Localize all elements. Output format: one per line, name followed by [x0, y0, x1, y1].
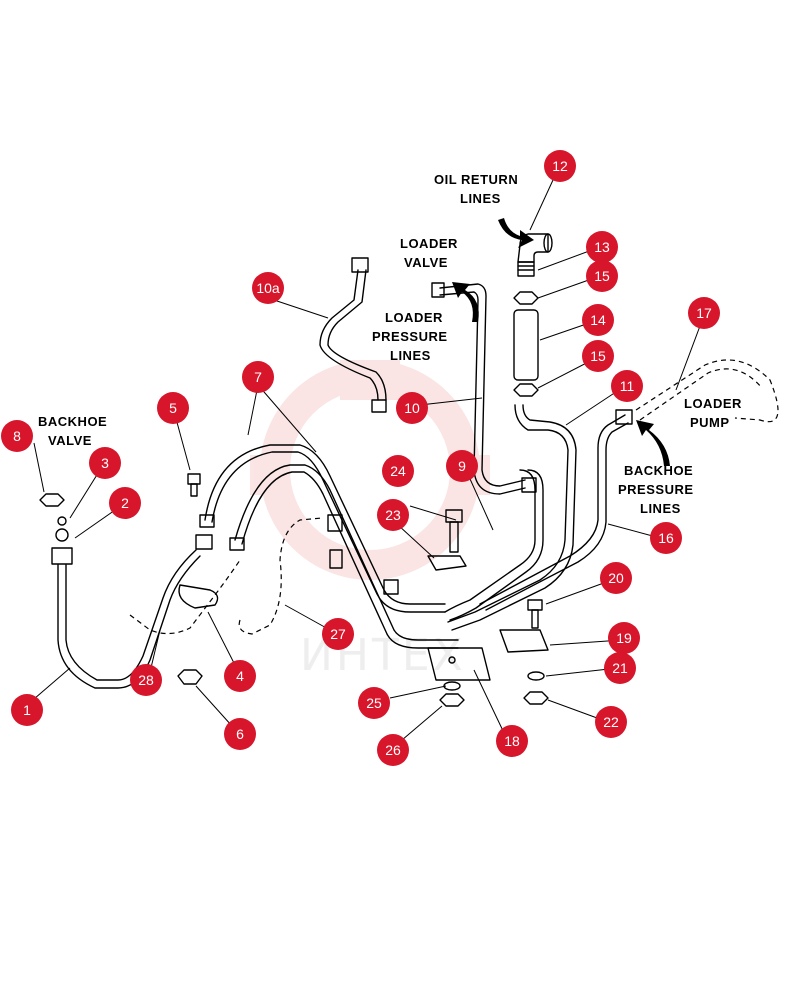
callout-15b[interactable]: 15 — [582, 340, 614, 372]
watermark: ИНТЕХ — [250, 360, 490, 681]
callout-17-label: 17 — [696, 305, 712, 321]
label-backhoe-pressure-2: PRESSURE — [618, 482, 694, 497]
callout-2[interactable]: 2 — [109, 487, 141, 519]
tube-9 — [444, 469, 544, 621]
callout-24[interactable]: 24 — [382, 455, 414, 487]
callout-16[interactable]: 16 — [650, 522, 682, 554]
indicator-arrows — [452, 218, 670, 466]
callout-13-label: 13 — [594, 239, 610, 255]
callout-3[interactable]: 3 — [89, 447, 121, 479]
callout-26-label: 26 — [385, 742, 401, 758]
callout-1-label: 1 — [23, 702, 31, 718]
label-loader-pump-2: PUMP — [690, 415, 730, 430]
callout-28[interactable]: 28 — [130, 664, 162, 696]
label-loader-pressure-2: PRESSURE — [372, 329, 448, 344]
callout-9-label: 9 — [458, 458, 466, 474]
label-loader-valve-2: VALVE — [404, 255, 448, 270]
callout-24-label: 24 — [390, 463, 406, 479]
callout-22[interactable]: 22 — [595, 706, 627, 738]
label-backhoe-pressure-1: BACKHOE — [624, 463, 693, 478]
callout-8[interactable]: 8 — [1, 420, 33, 452]
callout-7[interactable]: 7 — [242, 361, 274, 393]
callout-27[interactable]: 27 — [322, 618, 354, 650]
label-backhoe-pressure-3: LINES — [640, 501, 681, 516]
callout-23[interactable]: 23 — [377, 499, 409, 531]
text-labels: OIL RETURN LINES LOADER VALVE LOADER PRE… — [38, 172, 742, 516]
label-loader-pressure-1: LOADER — [385, 310, 443, 325]
callout-4-label: 4 — [236, 668, 244, 684]
callout-19-label: 19 — [616, 630, 632, 646]
label-loader-valve-1: LOADER — [400, 236, 458, 251]
callout-10a[interactable]: 10a — [252, 272, 284, 304]
label-backhoe-valve-1: BACKHOE — [38, 414, 107, 429]
callout-18-label: 18 — [504, 733, 520, 749]
callout-10a-label: 10a — [256, 280, 280, 296]
callout-12[interactable]: 12 — [544, 150, 576, 182]
dashed-parts — [129, 359, 779, 635]
callout-17[interactable]: 17 — [688, 297, 720, 329]
callout-15b-label: 15 — [590, 348, 606, 364]
callout-19[interactable]: 19 — [608, 622, 640, 654]
callout-14[interactable]: 14 — [582, 304, 614, 336]
callout-7-label: 7 — [254, 369, 262, 385]
callout-22-label: 22 — [603, 714, 619, 730]
callout-20-label: 20 — [608, 570, 624, 586]
callout-28-label: 28 — [138, 672, 154, 688]
callout-10-label: 10 — [404, 400, 420, 416]
callout-8-label: 8 — [13, 428, 21, 444]
callout-25[interactable]: 25 — [358, 687, 390, 719]
label-loader-pump-1: LOADER — [684, 396, 742, 411]
callout-20[interactable]: 20 — [600, 562, 632, 594]
callout-10[interactable]: 10 — [396, 392, 428, 424]
label-backhoe-valve-2: VALVE — [48, 433, 92, 448]
callout-25-label: 25 — [366, 695, 382, 711]
callout-27-label: 27 — [330, 626, 346, 642]
callout-5-label: 5 — [169, 400, 177, 416]
label-loader-pressure-3: LINES — [390, 348, 431, 363]
tube-16 — [479, 414, 629, 611]
tube-7a — [204, 444, 446, 613]
tubes — [39, 233, 633, 707]
callout-15a[interactable]: 15 — [586, 260, 618, 292]
callout-13[interactable]: 13 — [586, 231, 618, 263]
callout-14-label: 14 — [590, 312, 606, 328]
label-oil-return-1: OIL RETURN — [434, 172, 518, 187]
callout-5[interactable]: 5 — [157, 392, 189, 424]
callout-6[interactable]: 6 — [224, 718, 256, 750]
callout-4[interactable]: 4 — [224, 660, 256, 692]
tube-11 — [447, 404, 577, 631]
tube-7b — [234, 464, 459, 649]
tube-10a — [319, 269, 387, 401]
callout-11-label: 11 — [620, 378, 635, 394]
tube-1 — [57, 549, 201, 689]
callout-2-label: 2 — [121, 495, 129, 511]
callout-11[interactable]: 11 — [611, 370, 643, 402]
callout-1[interactable]: 1 — [11, 694, 43, 726]
callout-21-label: 21 — [612, 660, 628, 676]
callout-15a-label: 15 — [594, 268, 610, 284]
callouts: 1 2 3 4 5 6 7 8 9 10 10a 11 12 13 14 15 … — [1, 150, 720, 766]
callout-26[interactable]: 26 — [377, 734, 409, 766]
callout-23-label: 23 — [385, 507, 401, 523]
callout-6-label: 6 — [236, 726, 244, 742]
tube-10 — [439, 283, 526, 495]
callout-12-label: 12 — [552, 158, 568, 174]
callout-21[interactable]: 21 — [604, 652, 636, 684]
callout-16-label: 16 — [658, 530, 674, 546]
label-oil-return-2: LINES — [460, 191, 501, 206]
callout-18[interactable]: 18 — [496, 725, 528, 757]
callout-9[interactable]: 9 — [446, 450, 478, 482]
callout-3-label: 3 — [101, 455, 109, 471]
